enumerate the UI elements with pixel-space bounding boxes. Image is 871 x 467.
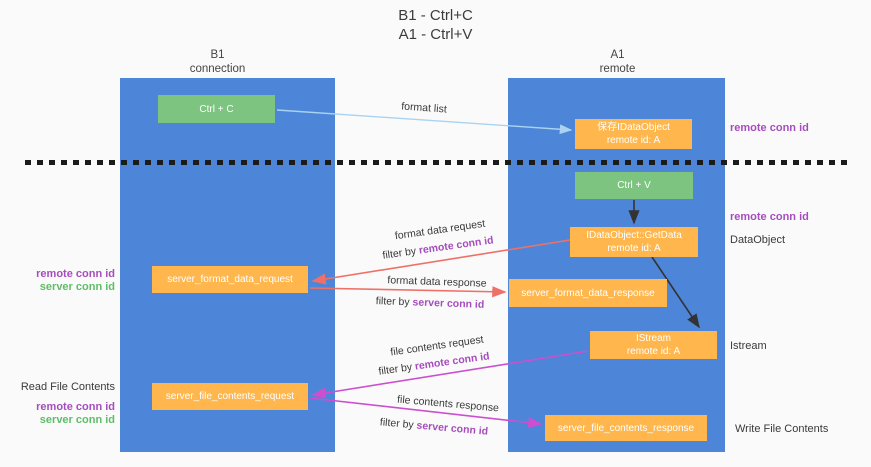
ctrl-c-label: Ctrl + C <box>199 103 234 115</box>
left-column-role: connection <box>189 63 246 75</box>
getdata-line2: remote id: A <box>607 243 661 254</box>
left-remote-conn-id-bottom: remote conn id <box>36 401 115 413</box>
istream-side-label: Istream <box>730 340 767 352</box>
write-file-contents-label: Write File Contents <box>735 423 829 435</box>
left-remote-conn-id-top: remote conn id <box>36 268 115 280</box>
dashed-divider <box>25 160 847 165</box>
left-column-header: B1 connection <box>135 48 300 76</box>
save-idataobject-line1: 保存IDataObject <box>597 122 670 133</box>
server-format-data-request-label: server_format_data_request <box>167 274 293 285</box>
diagram-title: B1 - Ctrl+C A1 - Ctrl+V <box>0 6 871 44</box>
title-line-2: A1 - Ctrl+V <box>398 26 473 43</box>
remote-conn-id-highlight: remote conn id <box>418 234 495 257</box>
save-idataobject-node: 保存IDataObject remote id: A <box>575 119 692 149</box>
getdata-node: IDataObject::GetData remote id: A <box>570 227 698 257</box>
read-file-contents-label: Read File Contents <box>20 381 115 393</box>
server-conn-id-highlight: server conn id <box>416 419 489 438</box>
ctrl-c-node: Ctrl + C <box>158 95 275 123</box>
right-remote-conn-id-top: remote conn id <box>730 122 809 134</box>
left-column-name: B1 <box>210 49 225 61</box>
server-file-contents-request-label: server_file_contents_request <box>165 391 295 402</box>
server-file-contents-response-label: server_file_contents_response <box>557 422 695 434</box>
filter-by-server-conn-id-label-1: filter by server conn id <box>376 295 485 311</box>
filter-by-text: filter by <box>379 416 418 432</box>
filter-by-text: filter by <box>381 244 420 262</box>
left-server-conn-id-top: server conn id <box>39 281 115 293</box>
server-format-data-response-node: server_format_data_response <box>509 279 667 307</box>
server-format-data-response-label: server_format_data_response <box>521 287 655 299</box>
format-list-edge-label: format list <box>400 100 448 116</box>
istream-node: IStream remote id: A <box>590 331 717 359</box>
server-file-contents-response-node: server_file_contents_response <box>545 415 707 441</box>
filter-by-text: filter by <box>377 360 416 378</box>
right-column-name: A1 <box>610 49 625 61</box>
dataobject-label: DataObject <box>730 234 786 246</box>
filter-by-server-conn-id-label-2: filter by server conn id <box>379 416 488 437</box>
ctrl-v-node: Ctrl + V <box>575 172 693 199</box>
server-file-contents-request-node: server_file_contents_request <box>152 383 308 410</box>
left-server-conn-id-bottom: server conn id <box>39 414 115 426</box>
title-line-1: B1 - Ctrl+C <box>398 7 473 24</box>
server-conn-id-highlight: server conn id <box>412 296 485 311</box>
filter-by-text: filter by <box>375 295 413 309</box>
right-column-header: A1 remote <box>535 48 700 76</box>
server-format-data-request-node: server_format_data_request <box>152 266 308 293</box>
right-column-role: remote <box>599 63 636 75</box>
getdata-line1: IDataObject::GetData <box>586 230 682 241</box>
file-contents-response-edge-label: file contents response <box>396 393 500 415</box>
istream-line1: IStream <box>635 333 671 344</box>
ctrl-v-label: Ctrl + V <box>617 180 651 191</box>
save-idataobject-line2: remote id: A <box>606 135 661 146</box>
istream-line2: remote id: A <box>626 346 681 357</box>
format-data-response-edge-label: format data response <box>387 274 487 290</box>
right-remote-conn-id-mid: remote conn id <box>730 211 809 223</box>
